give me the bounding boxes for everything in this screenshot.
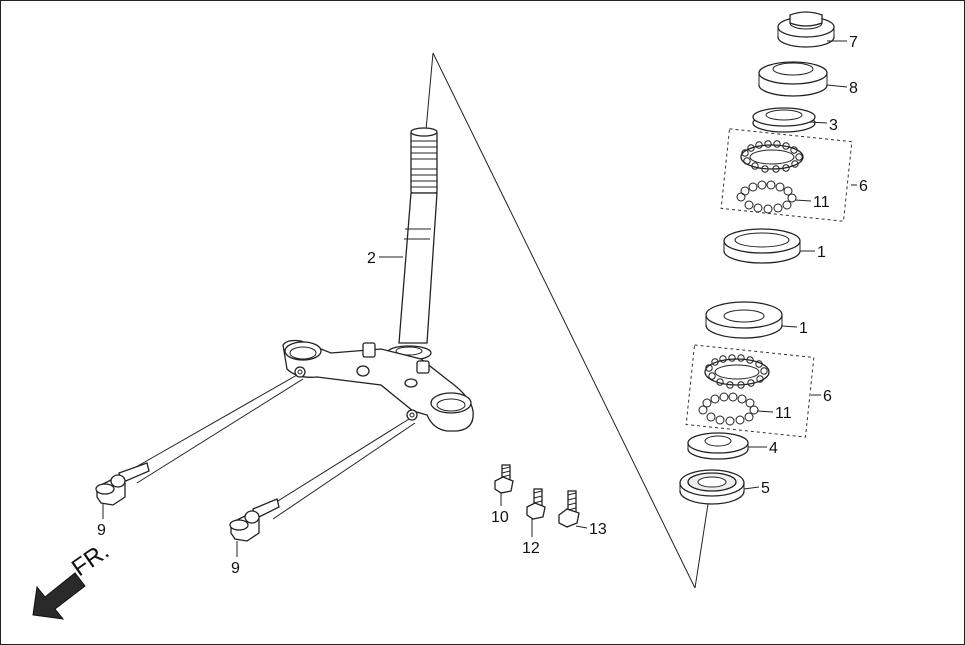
steering-stem [386,127,438,361]
callout-7: 7 [849,34,858,51]
callout-5: 5 [761,480,770,497]
callout-10: 10 [491,509,509,526]
steel-balls-11-upper [736,180,797,214]
arrow-down-left-icon [32,572,86,620]
bearing-set-6-upper-box [720,128,853,222]
callout-9-left: 9 [97,522,106,539]
ball-retainer-lower [704,354,770,389]
callout-9-right: 9 [231,560,240,577]
callout-labels: 7 8 3 6 11 1 2 1 6 11 4 5 9 9 10 12 13 [97,34,868,577]
callout-1-lower: 1 [799,320,808,337]
ball-retainer-upper [740,140,804,173]
ball-race-1-lower [705,301,783,339]
callout-1-upper: 1 [817,244,826,261]
callout-11-lower: 11 [775,405,792,422]
ball-race-1-upper [723,228,801,264]
callout-leaders [102,40,857,557]
bearing-set-6-lower-box [685,344,815,438]
bolt-10 [494,464,514,494]
callout-11-upper: 11 [813,194,830,211]
cone-race-3 [752,107,816,133]
bottom-bridge [282,339,474,432]
explosion-guide-lines [424,52,709,589]
bolt-12 [526,488,546,520]
callout-13: 13 [589,521,607,538]
callout-2: 2 [367,250,376,267]
steel-balls-11-lower [698,392,759,426]
cone-race-4 [687,432,749,460]
top-nut-8 [758,61,828,97]
callout-8: 8 [849,80,858,97]
pinch-bolt-left [95,374,304,506]
callout-4: 4 [769,440,778,457]
dust-seal-5 [679,469,745,505]
callout-3: 3 [829,117,838,134]
callout-6-lower: 6 [823,388,832,405]
callout-12: 12 [522,540,540,557]
pinch-bolt-right [229,418,416,542]
lock-nut-7 [777,11,835,48]
front-direction-indicator: FR. [32,538,114,620]
callout-6-upper: 6 [859,178,868,195]
bolt-13 [558,490,580,528]
